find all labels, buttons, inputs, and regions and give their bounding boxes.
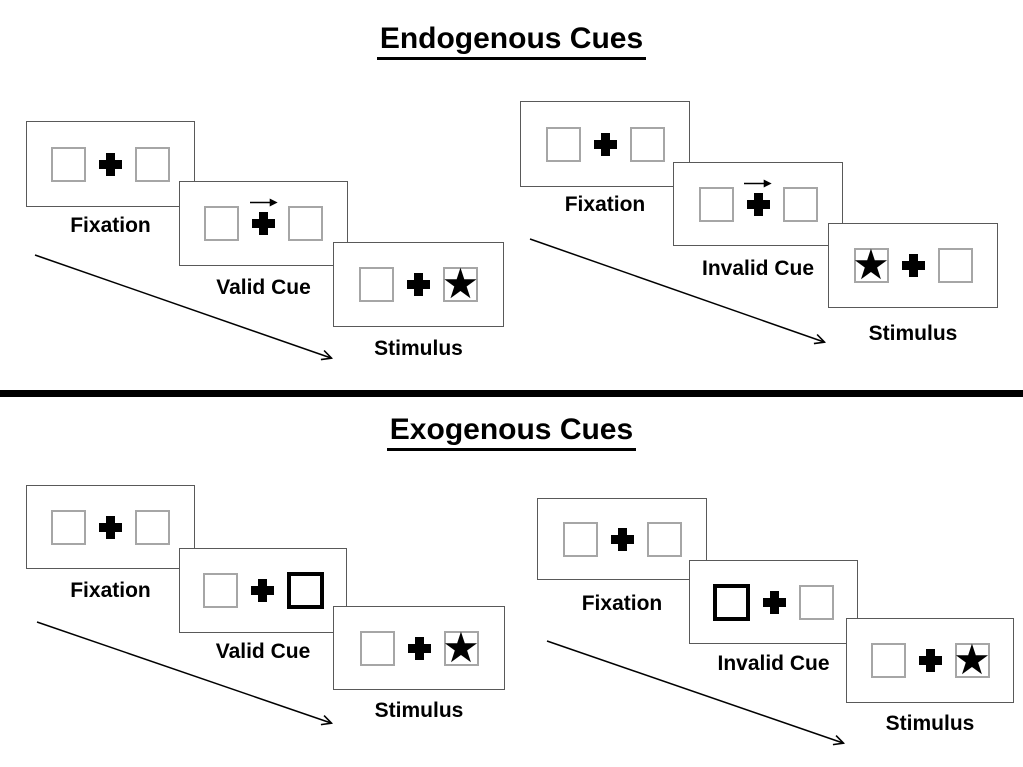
right-arrow-icon — [249, 198, 278, 207]
left-placeholder-box — [545, 126, 581, 162]
fixation-cross — [249, 198, 278, 235]
endo-valid-fixation-panel — [26, 121, 195, 207]
plus-icon — [901, 254, 925, 277]
left-placeholder-box — [359, 267, 394, 302]
fixation-cross — [744, 179, 772, 216]
left-placeholder-box — [698, 186, 734, 222]
exo-valid-stimulus-label: Stimulus — [374, 699, 464, 722]
star-icon: ★ — [852, 241, 890, 288]
fixation-cross — [763, 590, 786, 614]
endo-invalid-fixation-label: Fixation — [564, 193, 646, 216]
plus-icon — [99, 152, 122, 176]
exo-invalid-stimulus-label: Stimulus — [885, 712, 975, 735]
timeline-arrow — [34, 254, 342, 368]
right-placeholder-box — [135, 509, 170, 545]
endo-valid-cue-panel — [179, 181, 348, 266]
section-divider — [0, 390, 1023, 397]
star-icon: ★ — [442, 623, 480, 671]
fixation-cross — [407, 273, 430, 296]
right-placeholder-box — [799, 584, 834, 620]
endo-valid-stimulus-panel: ★ — [333, 242, 504, 327]
star-icon: ★ — [441, 260, 480, 307]
star-target-box: ★ — [852, 241, 890, 288]
left-placeholder-box — [51, 509, 86, 545]
timeline-arrow — [546, 640, 854, 754]
right-placeholder-box — [135, 146, 170, 182]
endo-invalid-fixation-panel — [520, 101, 690, 187]
right-arrow-icon — [744, 179, 772, 187]
fixation-cross — [610, 527, 634, 551]
endo-invalid-stimulus-label: Stimulus — [868, 322, 958, 345]
fixation-cross — [918, 649, 942, 672]
right-placeholder-box — [629, 126, 665, 162]
fixation-cross — [593, 132, 617, 156]
exo-valid-cue-label: Valid Cue — [215, 640, 311, 663]
fixation-cross — [407, 636, 431, 660]
fixation-cross — [901, 254, 925, 277]
exo-invalid-stimulus-panel: ★ — [846, 618, 1014, 703]
left-placeholder-box — [562, 521, 598, 557]
plus-icon — [746, 192, 770, 216]
right-placeholder-box — [288, 206, 323, 241]
fixation-cross — [250, 579, 274, 602]
endo-invalid-cue-label: Invalid Cue — [701, 257, 815, 280]
exo-invalid-cue-label: Invalid Cue — [717, 652, 830, 675]
exo-invalid-fixation-panel — [537, 498, 707, 580]
plus-icon — [763, 590, 786, 614]
exo-valid-stimulus-panel: ★ — [333, 606, 505, 690]
endogenous-title-text: Endogenous Cues — [376, 22, 647, 60]
exo-invalid-fixation-label: Fixation — [581, 592, 663, 615]
highlighted-cue-box — [286, 572, 324, 609]
timeline-arrow — [36, 621, 342, 733]
star-target-box: ★ — [441, 260, 480, 307]
star-target-box: ★ — [953, 636, 991, 683]
endogenous-section-title: Endogenous Cues — [0, 22, 1023, 60]
left-placeholder-box — [51, 146, 86, 182]
endo-valid-cue-label: Valid Cue — [216, 276, 311, 299]
endo-invalid-cue-panel — [673, 162, 843, 246]
exo-valid-fixation-label: Fixation — [70, 579, 151, 602]
fixation-cross — [99, 515, 122, 539]
plus-icon — [250, 579, 274, 602]
endo-invalid-stimulus-panel: ★ — [828, 223, 998, 308]
exo-invalid-cue-panel — [689, 560, 858, 644]
star-icon: ★ — [953, 636, 991, 683]
exo-valid-cue-panel — [179, 548, 347, 633]
endo-valid-stimulus-label: Stimulus — [374, 337, 463, 360]
exogenous-title-text: Exogenous Cues — [386, 413, 637, 451]
timeline-arrow — [529, 238, 835, 352]
plus-icon — [610, 527, 634, 551]
exogenous-section-title: Exogenous Cues — [0, 413, 1023, 451]
right-placeholder-box — [646, 521, 682, 557]
left-placeholder-box — [870, 643, 906, 678]
left-placeholder-box — [359, 630, 395, 666]
right-placeholder-box — [782, 186, 818, 222]
highlighted-cue-box — [713, 583, 750, 621]
plus-icon — [252, 212, 275, 235]
plus-icon — [407, 636, 431, 660]
exo-valid-fixation-panel — [26, 485, 195, 569]
plus-icon — [99, 515, 122, 539]
left-placeholder-box — [204, 206, 239, 241]
endo-valid-fixation-label: Fixation — [70, 214, 151, 237]
fixation-cross — [99, 152, 122, 176]
plus-icon — [593, 132, 617, 156]
plus-icon — [918, 649, 942, 672]
right-placeholder-box — [937, 248, 973, 283]
plus-icon — [407, 273, 430, 296]
left-placeholder-box — [202, 573, 238, 608]
star-target-box: ★ — [442, 623, 480, 671]
